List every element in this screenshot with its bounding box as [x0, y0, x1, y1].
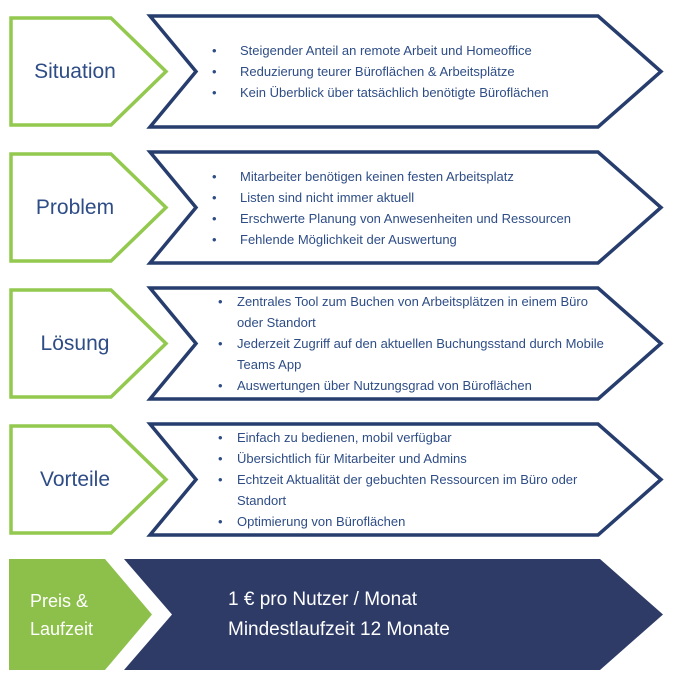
preis-green-chevron — [9, 559, 152, 670]
bullet-item: Listen sind nicht immer aktuell — [206, 187, 620, 208]
situation-label: Situation — [34, 59, 116, 83]
price-line: Mindestlaufzeit 12 Monate — [228, 618, 450, 640]
problem-green-chevron — [9, 152, 169, 263]
loesung-green-chevron — [9, 288, 169, 399]
vorteile-green-chevron — [9, 424, 169, 535]
vorteile-bullet-list: Einfach zu bedienen, mobil verfügbar Übe… — [212, 424, 612, 535]
bullet-item: Steigender Anteil an remote Arbeit und H… — [206, 40, 620, 61]
bullet-item: Einfach zu bedienen, mobil verfügbar — [212, 427, 607, 448]
situation-green-chevron — [9, 16, 169, 127]
preis-label-line: Preis & — [30, 590, 89, 611]
bullet-item: Auswertungen über Nutzungsgrad von Bürof… — [212, 375, 607, 396]
bullet-item: Erschwerte Planung von Anwesenheiten und… — [206, 208, 620, 229]
bullet-item: Fehlende Möglichkeit der Auswertung — [206, 229, 620, 250]
preis-label-line: Laufzeit — [30, 618, 94, 639]
bullet-item: Mitarbeiter benötigen keinen festen Arbe… — [206, 166, 620, 187]
loesung-bullet-list: Zentrales Tool zum Buchen von Arbeitsplä… — [212, 288, 612, 399]
bullet-item: Zentrales Tool zum Buchen von Arbeitsplä… — [212, 291, 607, 333]
price-line: 1 € pro Nutzer / Monat — [228, 588, 418, 610]
bullet-item: Jederzeit Zugriff auf den aktuellen Buch… — [212, 333, 607, 375]
vorteile-label: Vorteile — [39, 467, 111, 491]
preis-details: 1 € pro Nutzer / Monat Mindestlaufzeit 1… — [228, 559, 608, 670]
problem-bullet-list: Mitarbeiter benötigen keinen festen Arbe… — [206, 152, 621, 263]
bullet-item: Kein Überblick über tatsächlich benötigt… — [206, 82, 620, 103]
preis-navy-arrow — [124, 559, 663, 670]
situation-bullet-list: Steigender Anteil an remote Arbeit und H… — [206, 16, 621, 127]
loesung-label: Lösung — [40, 331, 110, 355]
bullet-item: Übersichtlich für Mitarbeiter und Admins — [212, 448, 607, 469]
bullet-item: Echtzeit Aktualität der gebuchten Ressou… — [212, 469, 607, 511]
preis-laufzeit-label: Preis & Laufzeit — [30, 559, 140, 670]
problem-label: Problem — [35, 195, 115, 219]
bullet-item: Optimierung von Büroflächen — [212, 511, 607, 532]
bullet-item: Reduzierung teurer Büroflächen & Arbeits… — [206, 61, 620, 82]
